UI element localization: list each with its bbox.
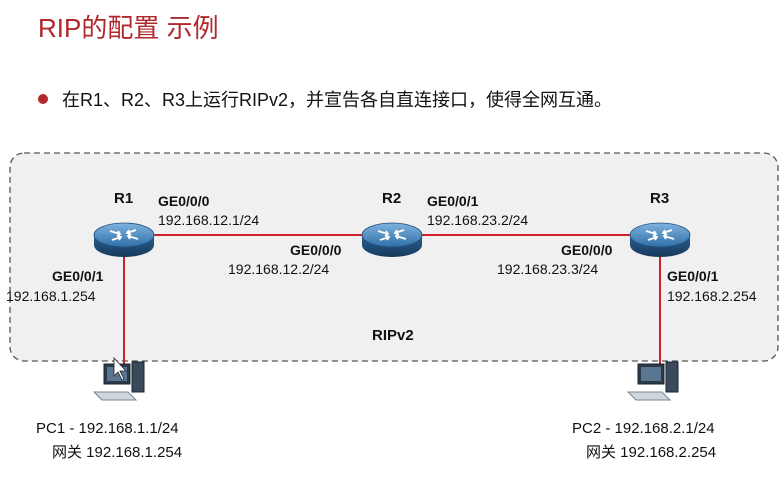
pc2-address: PC2 - 192.168.2.1/24 (572, 420, 715, 437)
router-r2-label: R2 (382, 190, 402, 207)
r1-ge000-interface: GE0/0/0 (158, 193, 210, 209)
r2-ge000-ip: 192.168.12.2/24 (228, 261, 330, 277)
router-r3-label: R3 (650, 190, 670, 207)
pc2-gateway: 网关 192.168.2.254 (586, 444, 717, 461)
pc1-gateway: 网关 192.168.1.254 (52, 444, 183, 461)
r1-ge000-ip: 192.168.12.1/24 (158, 212, 260, 228)
bullet-dot (38, 94, 48, 104)
router-r3-icon (629, 222, 691, 257)
r2-ge001-interface: GE0/0/1 (427, 193, 479, 209)
router-r1-label: R1 (114, 190, 134, 207)
bullet-text: 在R1、R2、R3上运行RIPv2，并宣告各自直连接口，使得全网互通。 (62, 90, 613, 110)
r3-ge001-ip: 192.168.2.254 (667, 288, 757, 304)
ripv2-area-label: RIPv2 (372, 327, 414, 344)
pc1-address: PC1 - 192.168.1.1/24 (36, 420, 179, 437)
ripv2-area (9, 152, 779, 362)
r2-ge001-ip: 192.168.23.2/24 (427, 212, 529, 228)
r3-ge001-interface: GE0/0/1 (667, 268, 719, 284)
pc1-icon (92, 356, 145, 401)
r1-ge001-interface: GE0/0/1 (52, 268, 104, 284)
r3-ge000-ip: 192.168.23.3/24 (497, 261, 599, 277)
page-title: RIP的配置 示例 (38, 13, 219, 43)
pc2-icon (626, 361, 679, 401)
router-r1-icon (93, 222, 155, 257)
r2-ge000-interface: GE0/0/0 (290, 242, 342, 258)
r3-ge000-interface: GE0/0/0 (561, 242, 613, 258)
bullet-row: 在R1、R2、R3上运行RIPv2，并宣告各自直连接口，使得全网互通。 (38, 86, 612, 112)
router-r2-icon (361, 222, 423, 257)
r1-ge001-ip: 192.168.1.254 (6, 288, 96, 304)
